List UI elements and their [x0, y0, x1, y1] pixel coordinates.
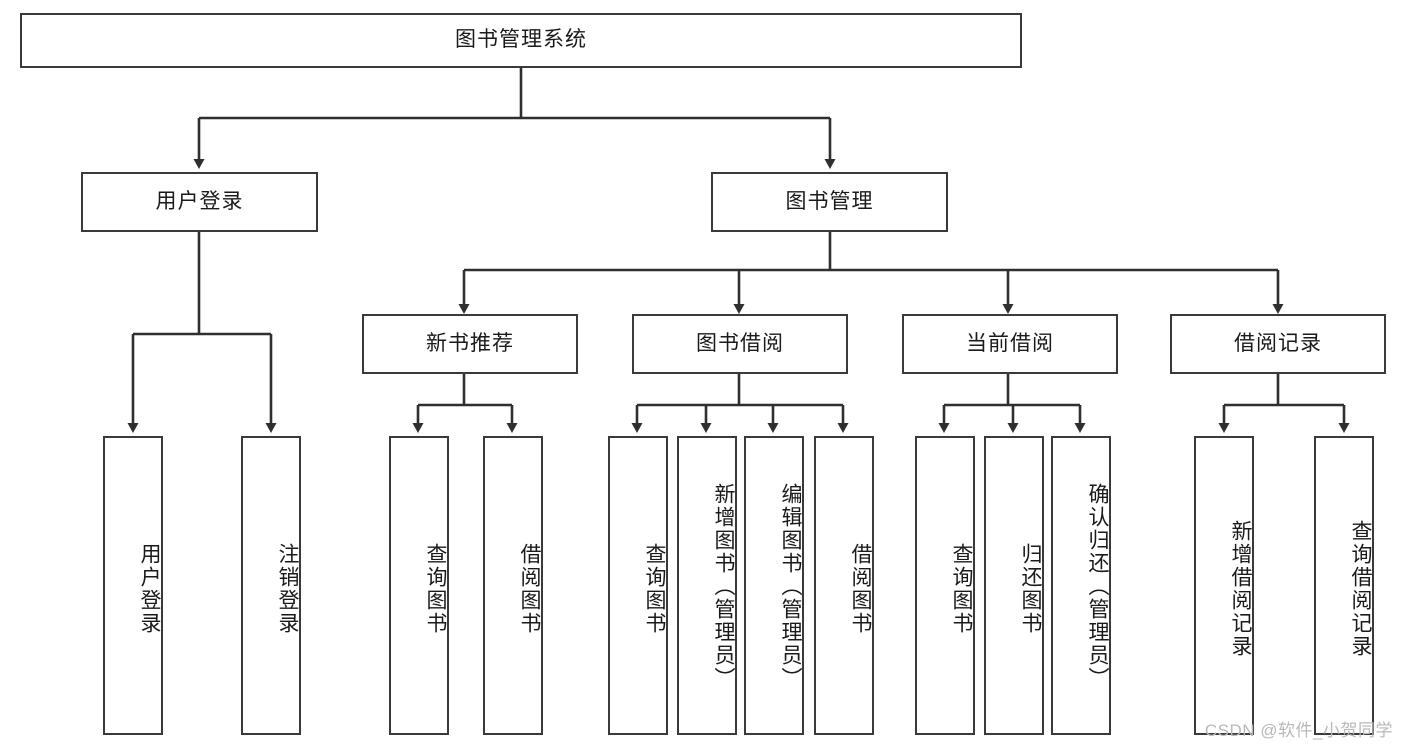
node-root[interactable]: 图书管理系统 — [20, 13, 1022, 68]
leaf-bb-query-book[interactable]: 查询图书 — [608, 436, 668, 735]
leaf-cb-query-book-label: 查询图书 — [950, 542, 973, 635]
node-current-borrow-label: 当前借阅 — [966, 331, 1054, 355]
node-current-borrow[interactable]: 当前借阅 — [902, 314, 1118, 374]
leaf-bb-add-book[interactable]: 新增图书（管理员） — [677, 436, 737, 735]
leaf-br-query-record[interactable]: 查询借阅记录 — [1314, 436, 1374, 735]
leaf-cb-confirm-return-label: 确认归还（管理员） — [1086, 483, 1109, 690]
node-new-book-recommend[interactable]: 新书推荐 — [362, 314, 578, 374]
node-root-label: 图书管理系统 — [455, 28, 587, 52]
leaf-bb-query-book-label: 查询图书 — [643, 542, 666, 635]
leaf-nb-query-book-label: 查询图书 — [424, 542, 447, 635]
leaf-bb-edit-book[interactable]: 编辑图书（管理员） — [744, 436, 804, 735]
node-user-login-label: 用户登录 — [155, 189, 244, 213]
node-book-manage-label: 图书管理 — [785, 189, 874, 213]
leaf-user-login[interactable]: 用户登录 — [103, 436, 163, 735]
leaf-bb-edit-book-label: 编辑图书（管理员） — [779, 483, 802, 690]
node-new-book-recommend-label: 新书推荐 — [426, 331, 514, 355]
leaf-nb-query-book[interactable]: 查询图书 — [389, 436, 449, 735]
leaf-cb-return-book-label: 归还图书 — [1019, 542, 1042, 635]
leaf-user-login-label: 用户登录 — [138, 542, 161, 635]
node-book-borrow[interactable]: 图书借阅 — [632, 314, 848, 374]
leaf-nb-borrow-book[interactable]: 借阅图书 — [483, 436, 543, 735]
leaf-logout-label: 注销登录 — [276, 542, 299, 635]
node-borrow-record[interactable]: 借阅记录 — [1170, 314, 1386, 374]
node-borrow-record-label: 借阅记录 — [1234, 331, 1322, 355]
leaf-nb-borrow-book-label: 借阅图书 — [518, 542, 541, 635]
watermark: CSDN @软件_小贺同学 — [1204, 721, 1393, 740]
leaf-bb-add-book-label: 新增图书（管理员） — [712, 483, 735, 690]
leaf-br-add-record[interactable]: 新增借阅记录 — [1194, 436, 1254, 735]
leaf-bb-borrow-book[interactable]: 借阅图书 — [814, 436, 874, 735]
leaf-br-query-record-label: 查询借阅记录 — [1349, 519, 1372, 658]
leaf-br-add-record-label: 新增借阅记录 — [1229, 519, 1252, 658]
leaf-bb-borrow-book-label: 借阅图书 — [849, 542, 872, 635]
leaf-cb-return-book[interactable]: 归还图书 — [984, 436, 1044, 735]
leaf-logout[interactable]: 注销登录 — [241, 436, 301, 735]
leaf-cb-confirm-return[interactable]: 确认归还（管理员） — [1051, 436, 1111, 735]
node-book-manage[interactable]: 图书管理 — [711, 172, 948, 232]
node-user-login[interactable]: 用户登录 — [81, 172, 318, 232]
node-book-borrow-label: 图书借阅 — [696, 331, 784, 355]
leaf-cb-query-book[interactable]: 查询图书 — [915, 436, 975, 735]
